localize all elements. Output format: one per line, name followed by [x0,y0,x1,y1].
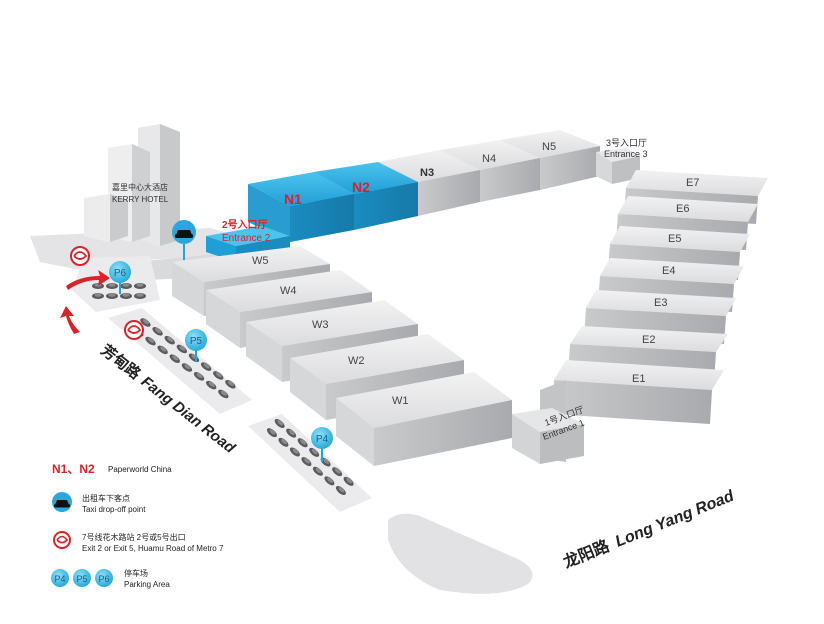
entrance-1-building[interactable] [512,408,584,464]
hall-label-n5: N5 [542,141,556,153]
legend-taxi: 出租车下客点 Taxi drop-off point [52,492,146,514]
legend-parking: P4 P5 P6 停车场 Parking Area [51,568,170,589]
metro-marker-2[interactable] [124,320,144,340]
hall-label-e7: E7 [686,177,699,189]
metro-icon [56,535,69,544]
hall-label-e6: E6 [676,203,689,215]
parking-label-p4: P4 [316,434,329,445]
legend-taxi-cn: 出租车下客点 [82,493,130,503]
legend: N1、N2 Paperworld China 出租车下客点 Taxi drop-… [51,462,224,589]
entrance-2-en: Entrance 2 [222,233,271,244]
hall-label-n3: N3 [420,167,434,179]
taxi-icon [54,500,70,508]
hall-label-e2: E2 [642,334,655,346]
legend-parking-cn: 停车场 [124,568,148,578]
legend-paperworld-key: N1、N2 [52,462,95,476]
hall-label-e5: E5 [668,233,681,245]
entrance-2-cn: 2号入口厅 [222,219,268,231]
hall-label-e1: E1 [632,373,645,385]
parking-pin-icon [109,261,131,283]
entrance-3-en: Entrance 3 [604,149,648,159]
hall-label-e3: E3 [654,297,667,309]
parking-label-p5: P5 [190,336,203,347]
legend-metro-cn: 7号线花木路站 2号或5号出口 [82,532,186,542]
kerry-hotel: 嘉里中心大酒店 KERRY HOTEL [84,124,180,246]
hall-label-n1: N1 [284,191,302,207]
north-halls: N5 N4 N3 N2 N1 [206,130,600,262]
legend-metro: 7号线花木路站 2号或5号出口 Exit 2 or Exit 5, Huamu … [53,531,224,553]
hall-label-e4: E4 [662,265,675,277]
hall-label-w5: W5 [252,255,269,267]
hall-label-w2: W2 [348,355,365,367]
road-long-yang-label: 龙阳路Long Yang Road [559,485,737,572]
arrow-icon [60,270,110,334]
parking-pin-p5[interactable]: P5 [185,329,207,362]
hotel-name-en: KERRY HOTEL [112,195,169,204]
hall-w1[interactable]: W1 [336,372,512,466]
metro-marker-1[interactable] [70,246,90,266]
hall-label-n2: N2 [352,179,370,195]
parking-pin-p6[interactable]: P6 [109,261,131,294]
taxi-icon [175,230,193,238]
parking-pin-p4[interactable]: P4 [311,427,333,462]
hall-label-w1: W1 [392,395,409,407]
hotel-name-cn: 嘉里中心大酒店 [112,182,168,192]
legend-parking-p4: P4 [54,574,65,584]
legend-paperworld-text: Paperworld China [108,465,172,474]
hall-n1[interactable]: N1 [248,172,354,242]
hall-label-w4: W4 [280,285,297,297]
legend-parking-p6: P6 [98,574,109,584]
parking-label-p6: P6 [114,268,127,279]
entrance-3-cn: 3号入口厅 [606,138,647,148]
metro-icon [127,325,142,334]
legend-parking-p5: P5 [76,574,87,584]
legend-metro-en: Exit 2 or Exit 5, Huamu Road of Metro 7 [82,544,224,553]
east-halls: E7 E6 E5 E4 E3 E2 [540,170,768,462]
hall-label-w3: W3 [312,319,329,331]
parking-pin-icon [185,329,207,351]
legend-taxi-en: Taxi drop-off point [82,505,146,514]
parking-pin-icon [311,427,333,449]
hall-label-n4: N4 [482,153,496,165]
legend-parking-en: Parking Area [124,580,170,589]
west-halls: W5 W4 W3 W2 W1 [172,246,512,466]
metro-icon [73,251,88,260]
road-long-yang: 龙阳路Long Yang Road [559,485,737,572]
taxi-marker[interactable] [172,220,196,260]
